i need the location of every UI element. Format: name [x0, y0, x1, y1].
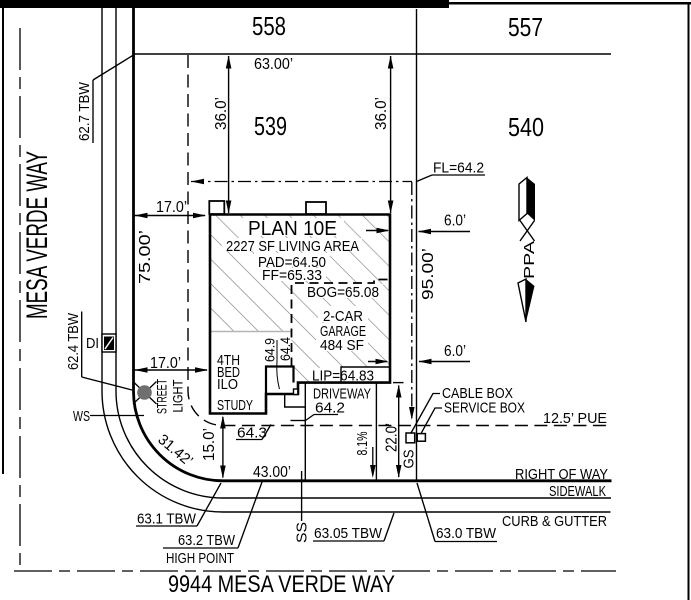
svg-text:15.0’: 15.0’: [201, 428, 218, 461]
svg-text:64.4: 64.4: [278, 337, 293, 361]
svg-text:62.4 TBW: 62.4 TBW: [65, 312, 82, 370]
svg-text:75.00’: 75.00’: [137, 230, 154, 284]
svg-text:64.9: 64.9: [263, 338, 278, 362]
svg-text:SERVICE BOX: SERVICE BOX: [444, 400, 525, 417]
svg-text:PAD=64.50: PAD=64.50: [258, 254, 326, 271]
svg-text:557: 557: [508, 12, 543, 42]
svg-text:GS: GS: [401, 450, 418, 469]
svg-text:FF=65.33: FF=65.33: [262, 267, 322, 284]
svg-text:64.3: 64.3: [237, 425, 267, 442]
svg-text:6.0’: 6.0’: [444, 343, 466, 360]
svg-text:CABLE BOX: CABLE BOX: [442, 385, 513, 402]
svg-text:4TH: 4TH: [217, 352, 240, 369]
svg-text:62.7 TBW: 62.7 TBW: [76, 81, 93, 141]
svg-text:63.00’: 63.00’: [254, 56, 293, 73]
svg-text:MESA VERDE WAY: MESA VERDE WAY: [21, 151, 54, 319]
svg-text:LIGHT: LIGHT: [170, 379, 186, 412]
svg-text:484 SF: 484 SF: [320, 337, 364, 354]
svg-text:36.0’: 36.0’: [373, 97, 390, 130]
svg-text:ILO: ILO: [217, 376, 238, 393]
svg-text:63.05 TBW: 63.05 TBW: [314, 525, 383, 542]
svg-text:6.0’: 6.0’: [444, 213, 466, 230]
svg-text:36.0’: 36.0’: [213, 97, 230, 130]
svg-text:PLAN 10E: PLAN 10E: [248, 218, 337, 240]
svg-text:17.0’: 17.0’: [156, 199, 187, 216]
svg-text:12.5’ PUE: 12.5’ PUE: [543, 410, 607, 427]
svg-text:PPA: PPA: [521, 241, 538, 279]
svg-text:540: 540: [508, 112, 544, 142]
svg-text:DRIVEWAY: DRIVEWAY: [313, 386, 371, 403]
svg-text:BOG=65.08: BOG=65.08: [307, 284, 379, 301]
svg-text:17.0’: 17.0’: [150, 355, 181, 372]
svg-text:FL=64.2: FL=64.2: [433, 160, 484, 177]
svg-text:22.0’: 22.0’: [384, 423, 401, 452]
svg-text:STREET: STREET: [155, 379, 170, 414]
svg-text:2-CAR: 2-CAR: [323, 308, 363, 325]
svg-text:LIP=64.83: LIP=64.83: [312, 368, 374, 385]
svg-text:558: 558: [252, 11, 286, 41]
svg-text:95.00’: 95.00’: [420, 248, 437, 300]
svg-text:STUDY: STUDY: [217, 397, 253, 414]
svg-text:RIGHT OF WAY: RIGHT OF WAY: [515, 466, 608, 483]
svg-text:HIGH POINT: HIGH POINT: [166, 550, 234, 567]
svg-text:BED: BED: [217, 364, 240, 381]
svg-text:63.0 TBW: 63.0 TBW: [436, 525, 497, 542]
svg-text:8.1%: 8.1%: [354, 432, 371, 456]
svg-text:DI: DI: [86, 335, 99, 352]
svg-text:63.1 TBW: 63.1 TBW: [137, 511, 197, 528]
svg-text:539: 539: [254, 111, 287, 141]
svg-text:63.2 TBW: 63.2 TBW: [178, 532, 236, 549]
svg-text:GARAGE: GARAGE: [320, 323, 366, 340]
svg-text:64.2: 64.2: [315, 400, 345, 417]
svg-text:9944 MESA VERDE WAY: 9944 MESA VERDE WAY: [168, 571, 395, 598]
svg-text:WS: WS: [73, 408, 90, 425]
svg-text:2227 SF LIVING AREA: 2227 SF LIVING AREA: [226, 238, 359, 255]
svg-text:SS: SS: [294, 522, 311, 543]
svg-text:CURB & GUTTER: CURB & GUTTER: [502, 513, 607, 530]
svg-text:43.00’: 43.00’: [253, 464, 291, 481]
svg-text:SIDEWALK: SIDEWALK: [549, 483, 606, 500]
